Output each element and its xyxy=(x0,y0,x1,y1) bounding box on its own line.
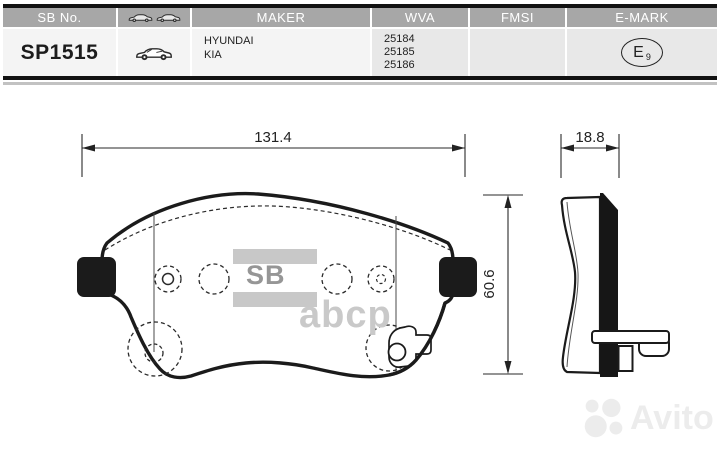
arrowhead xyxy=(561,144,574,152)
hole-inner xyxy=(161,272,175,286)
sensor-bracket-bar xyxy=(591,330,670,344)
header-vehicle-icons xyxy=(118,8,190,27)
maker-name: HYUNDAI xyxy=(204,35,254,47)
arrowhead xyxy=(504,361,512,374)
header-maker: MAKER xyxy=(192,8,370,27)
arrowhead xyxy=(606,144,619,152)
arrowhead xyxy=(452,144,465,152)
table-bottom-thin-line xyxy=(3,82,717,85)
pad-left-lug xyxy=(77,257,116,297)
abcp-watermark-text: abcp xyxy=(299,294,392,336)
sensor-bracket-leg xyxy=(617,345,634,372)
width-dimension: 131.4 xyxy=(81,129,466,177)
header-e-mark: E-MARK xyxy=(567,8,717,27)
table-row-separator xyxy=(3,27,717,29)
e-mark-badge: E 9 xyxy=(621,38,663,67)
friction-surface-curve xyxy=(566,201,579,368)
cell-vehicle-icon xyxy=(118,29,190,76)
hole-dashed xyxy=(154,265,182,293)
thickness-dimension-label: 18.8 xyxy=(575,129,604,146)
spec-table: SB No. MAKER WVA FMSI E-MARK xyxy=(3,4,717,85)
hole-dashed xyxy=(198,263,230,295)
cell-fmsi xyxy=(470,29,565,76)
hole-dashed xyxy=(367,265,395,293)
height-dimension: 60.6 xyxy=(481,194,523,375)
avito-logo-icon xyxy=(584,398,623,438)
boss-dashed-circle xyxy=(127,321,183,377)
sb-watermark-text: SB xyxy=(246,260,286,290)
width-dimension-label: 131.4 xyxy=(254,129,292,146)
cell-part-number: SP1515 xyxy=(3,29,116,76)
header-wva: WVA xyxy=(372,8,468,27)
boss-hole-dashed xyxy=(144,343,164,363)
friction-material xyxy=(560,195,602,375)
table-header-row: SB No. MAKER WVA FMSI E-MARK xyxy=(3,8,717,27)
header-fmsi: FMSI xyxy=(470,8,565,27)
pad-backplate-dashed-edge xyxy=(104,205,451,251)
front-view-drawing xyxy=(77,191,477,380)
table-bottom-border xyxy=(3,76,717,80)
sb-watermark-bar-bottom xyxy=(233,292,317,307)
car-icon xyxy=(136,47,172,60)
wva-number: 25185 xyxy=(384,46,415,58)
sb-watermark-bar-top xyxy=(233,249,317,264)
avito-watermark: Avito xyxy=(582,394,714,442)
hole-inner-dashed xyxy=(375,273,387,285)
wva-number: 25184 xyxy=(384,33,415,45)
arrowhead xyxy=(82,144,95,152)
thickness-dimension: 18.8 xyxy=(560,129,620,178)
height-dimension-label: 60.6 xyxy=(481,269,498,298)
car-icon xyxy=(156,14,180,23)
e-mark-number: 9 xyxy=(645,51,651,62)
arrowhead xyxy=(504,195,512,208)
cell-wva: 25184 25185 25186 xyxy=(372,29,468,76)
hole-dashed xyxy=(321,263,353,295)
header-sb-no: SB No. xyxy=(3,8,116,27)
table-top-border xyxy=(3,4,717,8)
backing-plate xyxy=(600,193,618,377)
pad-outline xyxy=(100,191,455,380)
sensor-hole xyxy=(387,342,407,362)
cell-maker: HYUNDAI KIA xyxy=(192,29,370,76)
maker-name: KIA xyxy=(204,49,222,61)
avito-watermark-text: Avito xyxy=(630,398,714,437)
table-data-row: SP1515 HYUNDAI KIA 25184 25185 25186 xyxy=(3,29,717,76)
wva-number: 25186 xyxy=(384,59,415,71)
e-mark-letter: E xyxy=(633,43,644,61)
part-number: SP1515 xyxy=(20,40,99,64)
table-bottom-gap xyxy=(3,80,717,82)
side-view-drawing xyxy=(560,193,670,377)
car-icon xyxy=(128,14,152,23)
pad-right-lug xyxy=(439,257,477,297)
cell-e-mark: E 9 xyxy=(567,29,717,76)
pad-edge-over-clip xyxy=(388,302,447,377)
